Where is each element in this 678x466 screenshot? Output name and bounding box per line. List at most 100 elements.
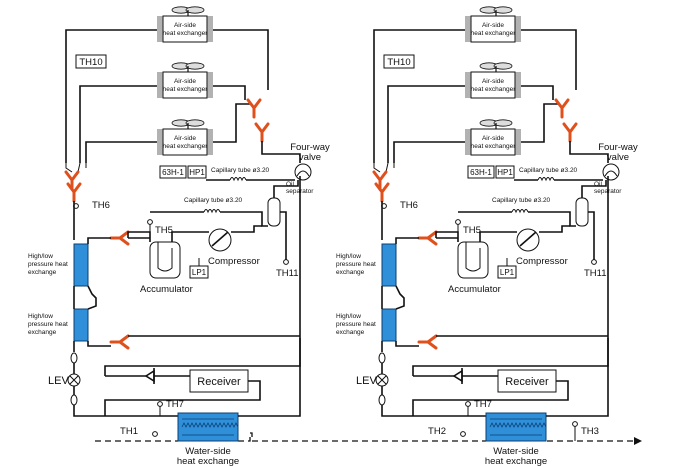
accumulator-label: Accumulator [140, 284, 193, 295]
air-hx-label: Air-side [482, 22, 504, 29]
hp-heat-exchanger-upper-icon [381, 243, 397, 287]
coil-fins [465, 16, 521, 42]
air-hx-label: Air-side [174, 22, 196, 29]
water-hx-label-line-2: heat exchange [177, 456, 239, 466]
accumulator-to-compressor [171, 231, 209, 242]
th7-label: TH7 [474, 399, 492, 410]
air-hx-label: Air-side [482, 135, 504, 142]
compressor-label: Compressor [208, 256, 260, 267]
capillary-coil-1-icon [537, 177, 555, 182]
th10-box [75, 54, 107, 69]
hp-hx-lower-label-line-2: pressure heat [336, 321, 376, 328]
air-hx-3-right-pipe [213, 103, 252, 143]
switch-63h-1-box [467, 165, 495, 179]
th2-sensor-icon [460, 431, 466, 437]
lev-upper-strainer-icon [378, 352, 386, 364]
fan-blade-icon [493, 62, 513, 70]
hp-hx-upper-label-line-3: exchange [28, 269, 57, 276]
air-hx-label: heat exchanger [163, 30, 209, 37]
fan-blade-icon [185, 6, 205, 14]
capillary-tube-2-label: Capillary tube ø3.20 [184, 197, 243, 204]
hx-between [395, 285, 405, 310]
hx-lower-to-y [395, 341, 419, 347]
air-hx-label: heat exchanger [471, 86, 517, 93]
air-hx-3-left-pipe [85, 141, 157, 163]
lev-label: LEV [48, 375, 69, 387]
hx-between [87, 285, 97, 310]
air-hx-2-left-pipe [79, 85, 157, 163]
th7-sensor-icon [157, 401, 163, 407]
four-way-valve-label-line-1: Four-way [598, 142, 638, 153]
oil-sep-to-valve [581, 180, 607, 198]
accumulator-to-compressor [479, 231, 517, 242]
switch-63h-1-label: 63H-1 [470, 168, 492, 177]
fan-blade-icon [493, 119, 513, 127]
capillary-coil-1-icon [229, 177, 247, 182]
right-y-fitting-lower [254, 122, 270, 143]
lev-lower-strainer-icon [70, 394, 78, 406]
capillary-coil-2-icon [203, 209, 221, 214]
air-hx-label: heat exchanger [471, 30, 517, 37]
receiver-return [104, 380, 261, 416]
accumulator-icon [457, 241, 489, 279]
cap-2-pipe-right [528, 211, 576, 227]
four-way-valve-curve [604, 170, 618, 177]
th11-sensor-icon [283, 259, 289, 265]
capillary-tube-2-label: Capillary tube ø3.20 [492, 197, 551, 204]
main-loop-right [412, 176, 609, 376]
hp-hx-upper-label-line-1: High/low [336, 253, 361, 260]
capillary-tube-1-label: Capillary tube ø3.20 [211, 167, 270, 174]
hp-hx-lower-label-line-1: High/low [336, 313, 361, 320]
water-hx-zigzag [181, 422, 239, 428]
lower-y-fitting [109, 334, 130, 350]
air-hx-2-right-pipe [521, 85, 554, 100]
hx-lower-to-y [87, 341, 111, 347]
th5-sensor-icon [147, 219, 153, 225]
hx-upper-to-suction [395, 237, 419, 244]
fan-blade-icon [185, 119, 205, 127]
oil-sep-to-valve [273, 180, 299, 198]
receiver-label: Receiver [197, 376, 241, 388]
th5-sensor-icon [455, 219, 461, 225]
compressor-slash [519, 231, 537, 247]
left-y-fitting-upper [372, 170, 388, 191]
oil-return-pipe [588, 211, 595, 262]
fan-blade-icon [493, 6, 513, 14]
lev-valve-cross [69, 375, 79, 385]
lp1-label: LP1 [500, 268, 515, 277]
compressor-label: Compressor [516, 256, 568, 267]
th7-sensor-icon [465, 401, 471, 407]
water-hx-lines [490, 418, 542, 436]
air-hx-2-right-pipe [213, 85, 246, 100]
air-hx-label: Air-side [174, 78, 196, 85]
capillary-coil-2-icon [511, 209, 529, 214]
air-hx-1-left-pipe [373, 29, 465, 163]
hp1-label: HP1 [189, 168, 205, 177]
hp1-box [187, 165, 207, 179]
coil-fins [157, 72, 213, 98]
th5-label: TH5 [155, 225, 173, 236]
compressor-slash [211, 231, 229, 247]
accumulator-inner-tube [465, 242, 481, 272]
left-y-fitting-lower [374, 182, 390, 203]
accumulator-label: Accumulator [448, 284, 501, 295]
to-four-way-pipe [569, 141, 609, 163]
four-way-valve-icon [602, 163, 620, 181]
switch-63h-1-label: 63H-1 [162, 168, 184, 177]
air-hx-label: heat exchanger [163, 86, 209, 93]
header-joins [65, 162, 87, 173]
air-hx-1-right-pipe [213, 29, 269, 90]
lev-upper-strainer-icon [70, 352, 78, 364]
four-way-valve-label-line-2: valve [299, 152, 321, 163]
coil-fins [465, 72, 521, 98]
suction-to-accumulator [127, 231, 151, 242]
th10-box [383, 54, 415, 69]
air-hx-2-left-pipe [387, 85, 465, 163]
accumulator-inner-tube [157, 242, 173, 272]
